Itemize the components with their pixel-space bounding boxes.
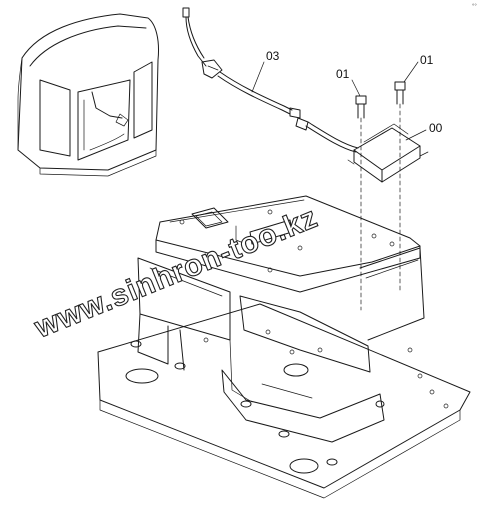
callout-03-label: 03 — [266, 49, 280, 63]
callout-00-label: 00 — [429, 121, 443, 135]
wire-harness — [182, 7, 359, 153]
base-plate — [97, 303, 471, 499]
mounting-bolts — [355, 81, 406, 311]
cab-illustration — [17, 13, 159, 177]
watermark-text: www.sinhron-too.kz — [29, 201, 322, 345]
corner-mark: °° — [472, 4, 477, 10]
mid-frame — [137, 257, 423, 403]
callout-01-right-label: 01 — [420, 53, 434, 67]
controller-box — [347, 123, 429, 183]
callout-01-left-label: 01 — [336, 67, 350, 81]
upper-frame — [155, 195, 425, 341]
callout-leaders — [251, 61, 427, 141]
